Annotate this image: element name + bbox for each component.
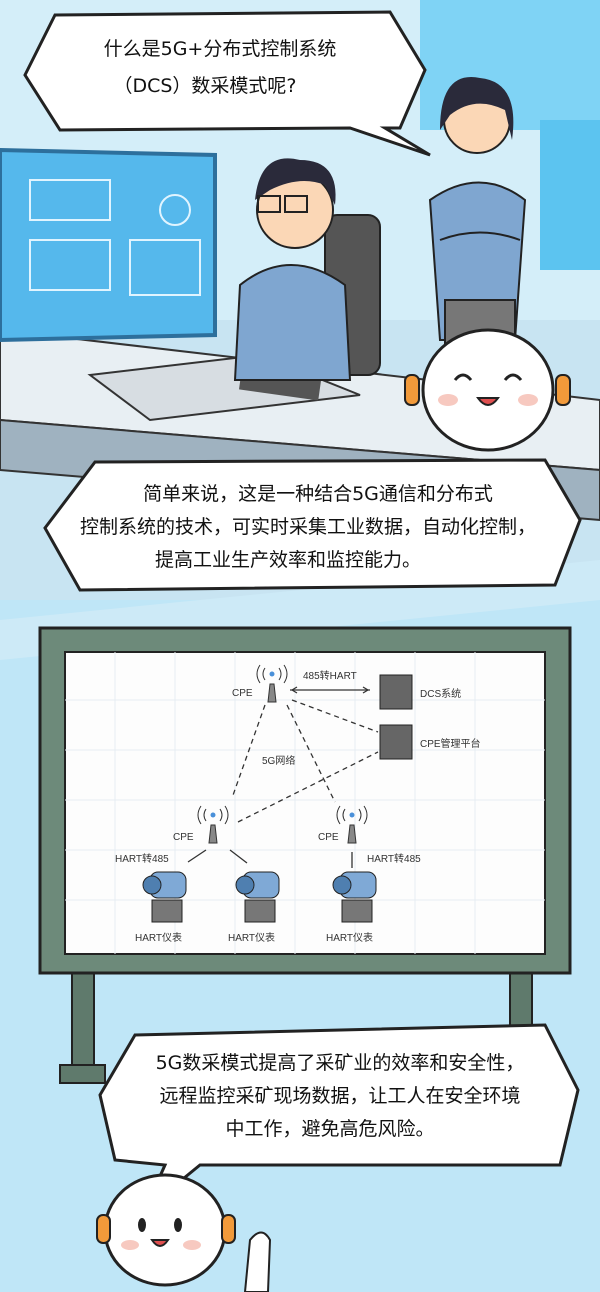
- hart-meter-icon: [142, 871, 187, 923]
- cpe-top-label: CPE: [232, 688, 253, 699]
- answer-line-3: 提高工业生产效率和监控能力。: [155, 549, 421, 571]
- server-icon: [379, 674, 413, 710]
- antenna-icon: [336, 805, 368, 844]
- robot-mascot-bottom: [96, 1173, 272, 1292]
- speech-bubble-question: 什么是5G+分布式控制系统 （DCS）数采模式呢?: [23, 10, 431, 157]
- meter-label: HART仪表: [326, 931, 373, 944]
- hart-meter-icon: [332, 871, 377, 923]
- antenna-icon: [256, 664, 288, 703]
- network-diagram: CPE 485转HART DCS系统 CPE管理平台 5G网络 CPE CPE …: [115, 664, 481, 944]
- question-line-2: （DCS）数采模式呢?: [113, 75, 296, 97]
- cpe-left-label: CPE: [173, 832, 194, 843]
- question-line-1: 什么是5G+分布式控制系统: [104, 38, 337, 60]
- cpe-platform-label: CPE管理平台: [420, 737, 481, 750]
- link-label: 485转HART: [303, 669, 357, 682]
- answer-line-2: 控制系统的技术，可实时采集工业数据，自动化控制，: [80, 516, 536, 538]
- conv-right-label: HART转485: [367, 852, 421, 865]
- antenna-icon: [197, 805, 229, 844]
- operator-character: [233, 158, 381, 381]
- meter-label: HART仪表: [135, 931, 182, 944]
- speech-bubble-answer: 简单来说，这是一种结合5G通信和分布式 控制系统的技术，可实时采集工业数据，自动…: [43, 458, 582, 592]
- conclusion-line-1: 5G数采模式提高了采矿业的效率和安全性，: [156, 1052, 525, 1074]
- network-label: 5G网络: [262, 754, 295, 767]
- conv-left-label: HART转485: [115, 852, 169, 865]
- server-icon: [379, 724, 413, 760]
- hart-meter-icon: [235, 871, 280, 923]
- robot-mascot: [404, 328, 571, 452]
- monitor-screen: [0, 147, 217, 343]
- dcs-label: DCS系统: [420, 687, 461, 700]
- whiteboard: [38, 626, 572, 1084]
- cpe-right-label: CPE: [318, 832, 339, 843]
- answer-line-1: 简单来说，这是一种结合5G通信和分布式: [143, 483, 493, 505]
- meter-label: HART仪表: [228, 931, 275, 944]
- conclusion-line-2: 远程监控采矿现场数据，让工人在安全环境: [159, 1085, 520, 1107]
- conclusion-line-3: 中工作，避免高危风险。: [225, 1118, 434, 1140]
